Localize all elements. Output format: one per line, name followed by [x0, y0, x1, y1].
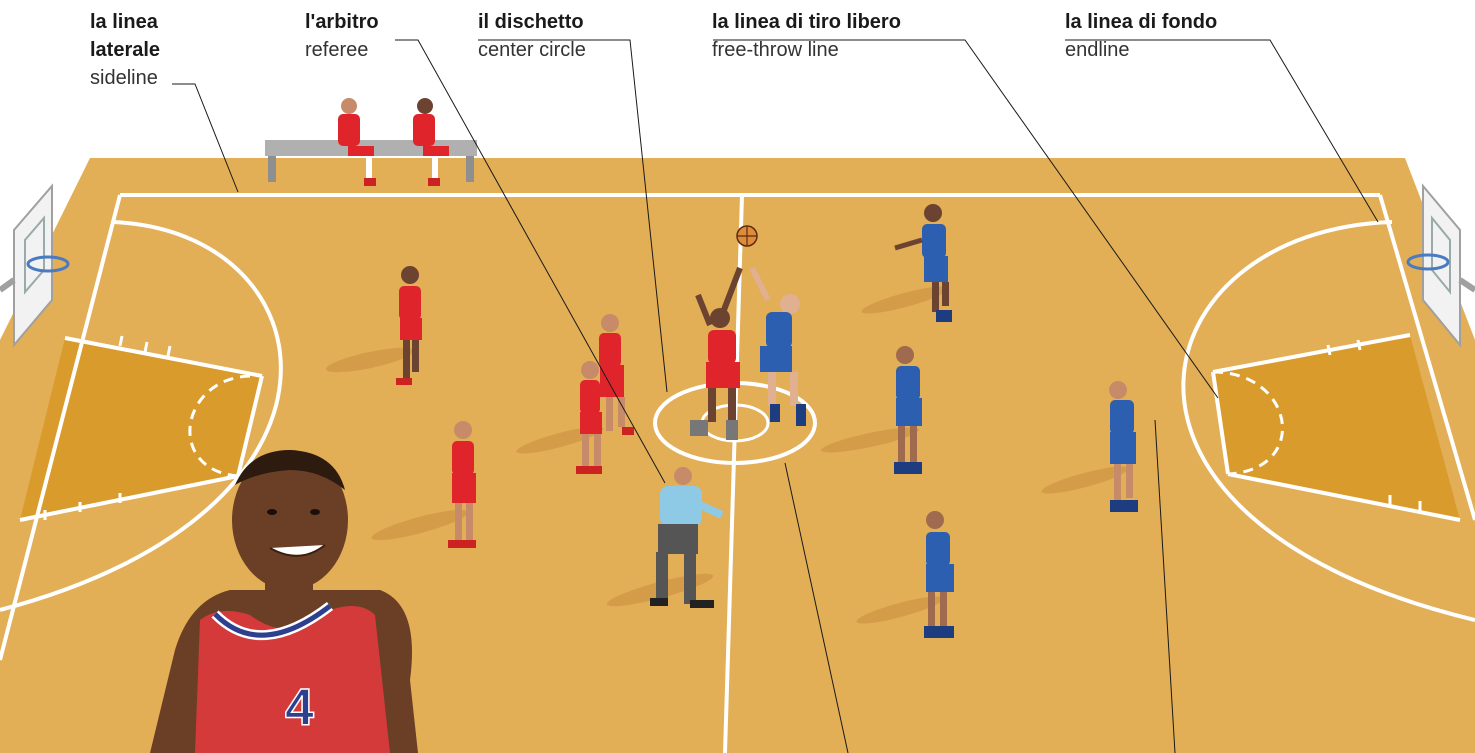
label-free-throw-line: la linea di tiro libero free-throw line [712, 8, 901, 64]
label-sideline-italian-1: la linea [90, 11, 158, 33]
red-player-jumping [690, 266, 743, 440]
label-sideline-italian-2: laterale [90, 39, 161, 61]
basketball [736, 225, 758, 247]
leader-lines [172, 39, 1379, 753]
right-free-throw-line [1211, 371, 1230, 475]
label-referee-english: referee [305, 39, 369, 61]
half-court-line [723, 194, 744, 753]
leader-three-point [1154, 419, 1176, 753]
label-center-circle: il dischetto center circle [478, 8, 586, 64]
leader-referee [395, 39, 666, 484]
right-three-point-arc [1181, 220, 1475, 622]
left-three-point-arc [0, 220, 283, 612]
red-player [396, 266, 422, 385]
blue-player [924, 511, 954, 638]
label-endline-italian: la linea di fondo [1065, 11, 1218, 33]
bench-player [413, 98, 449, 186]
jersey-number: 4 [285, 679, 314, 737]
label-referee-italian: l'arbitro [305, 11, 379, 33]
leader-endline [1065, 39, 1379, 223]
red-player [448, 421, 476, 548]
label-free-throw-italian: la linea di tiro libero [712, 11, 901, 33]
red-player [576, 361, 602, 474]
label-center-circle-italian: il dischetto [478, 11, 584, 33]
foreground-player-portrait: 4 [150, 450, 418, 753]
label-free-throw-english: free-throw line [712, 39, 839, 61]
blue-player [894, 346, 922, 474]
label-endline: la linea di fondo endline [1065, 8, 1217, 64]
referee [650, 467, 724, 608]
leader-sideline [172, 83, 239, 193]
leader-free-throw [713, 39, 1219, 399]
right-paint [1213, 335, 1460, 520]
label-endline-english: endline [1065, 39, 1130, 61]
blue-player [1109, 381, 1138, 512]
player-shadows [325, 286, 1129, 624]
left-paint [20, 338, 262, 520]
label-sideline-english: sideline [90, 67, 158, 89]
court-markings [0, 193, 1475, 753]
left-endline [0, 194, 122, 661]
label-referee: l'arbitro referee [305, 8, 379, 64]
blue-player-jumping [749, 266, 806, 426]
bench-player [338, 98, 376, 186]
blue-player [894, 204, 952, 322]
label-center-circle-english: center circle [478, 39, 586, 61]
right-backboard [1406, 183, 1475, 348]
leader-center-circle [478, 39, 668, 393]
right-endline [1378, 194, 1475, 521]
leader-center-line [784, 462, 849, 753]
left-backboard [0, 183, 70, 348]
label-sideline: la linea laterale sideline [90, 8, 160, 92]
red-player [599, 314, 634, 435]
